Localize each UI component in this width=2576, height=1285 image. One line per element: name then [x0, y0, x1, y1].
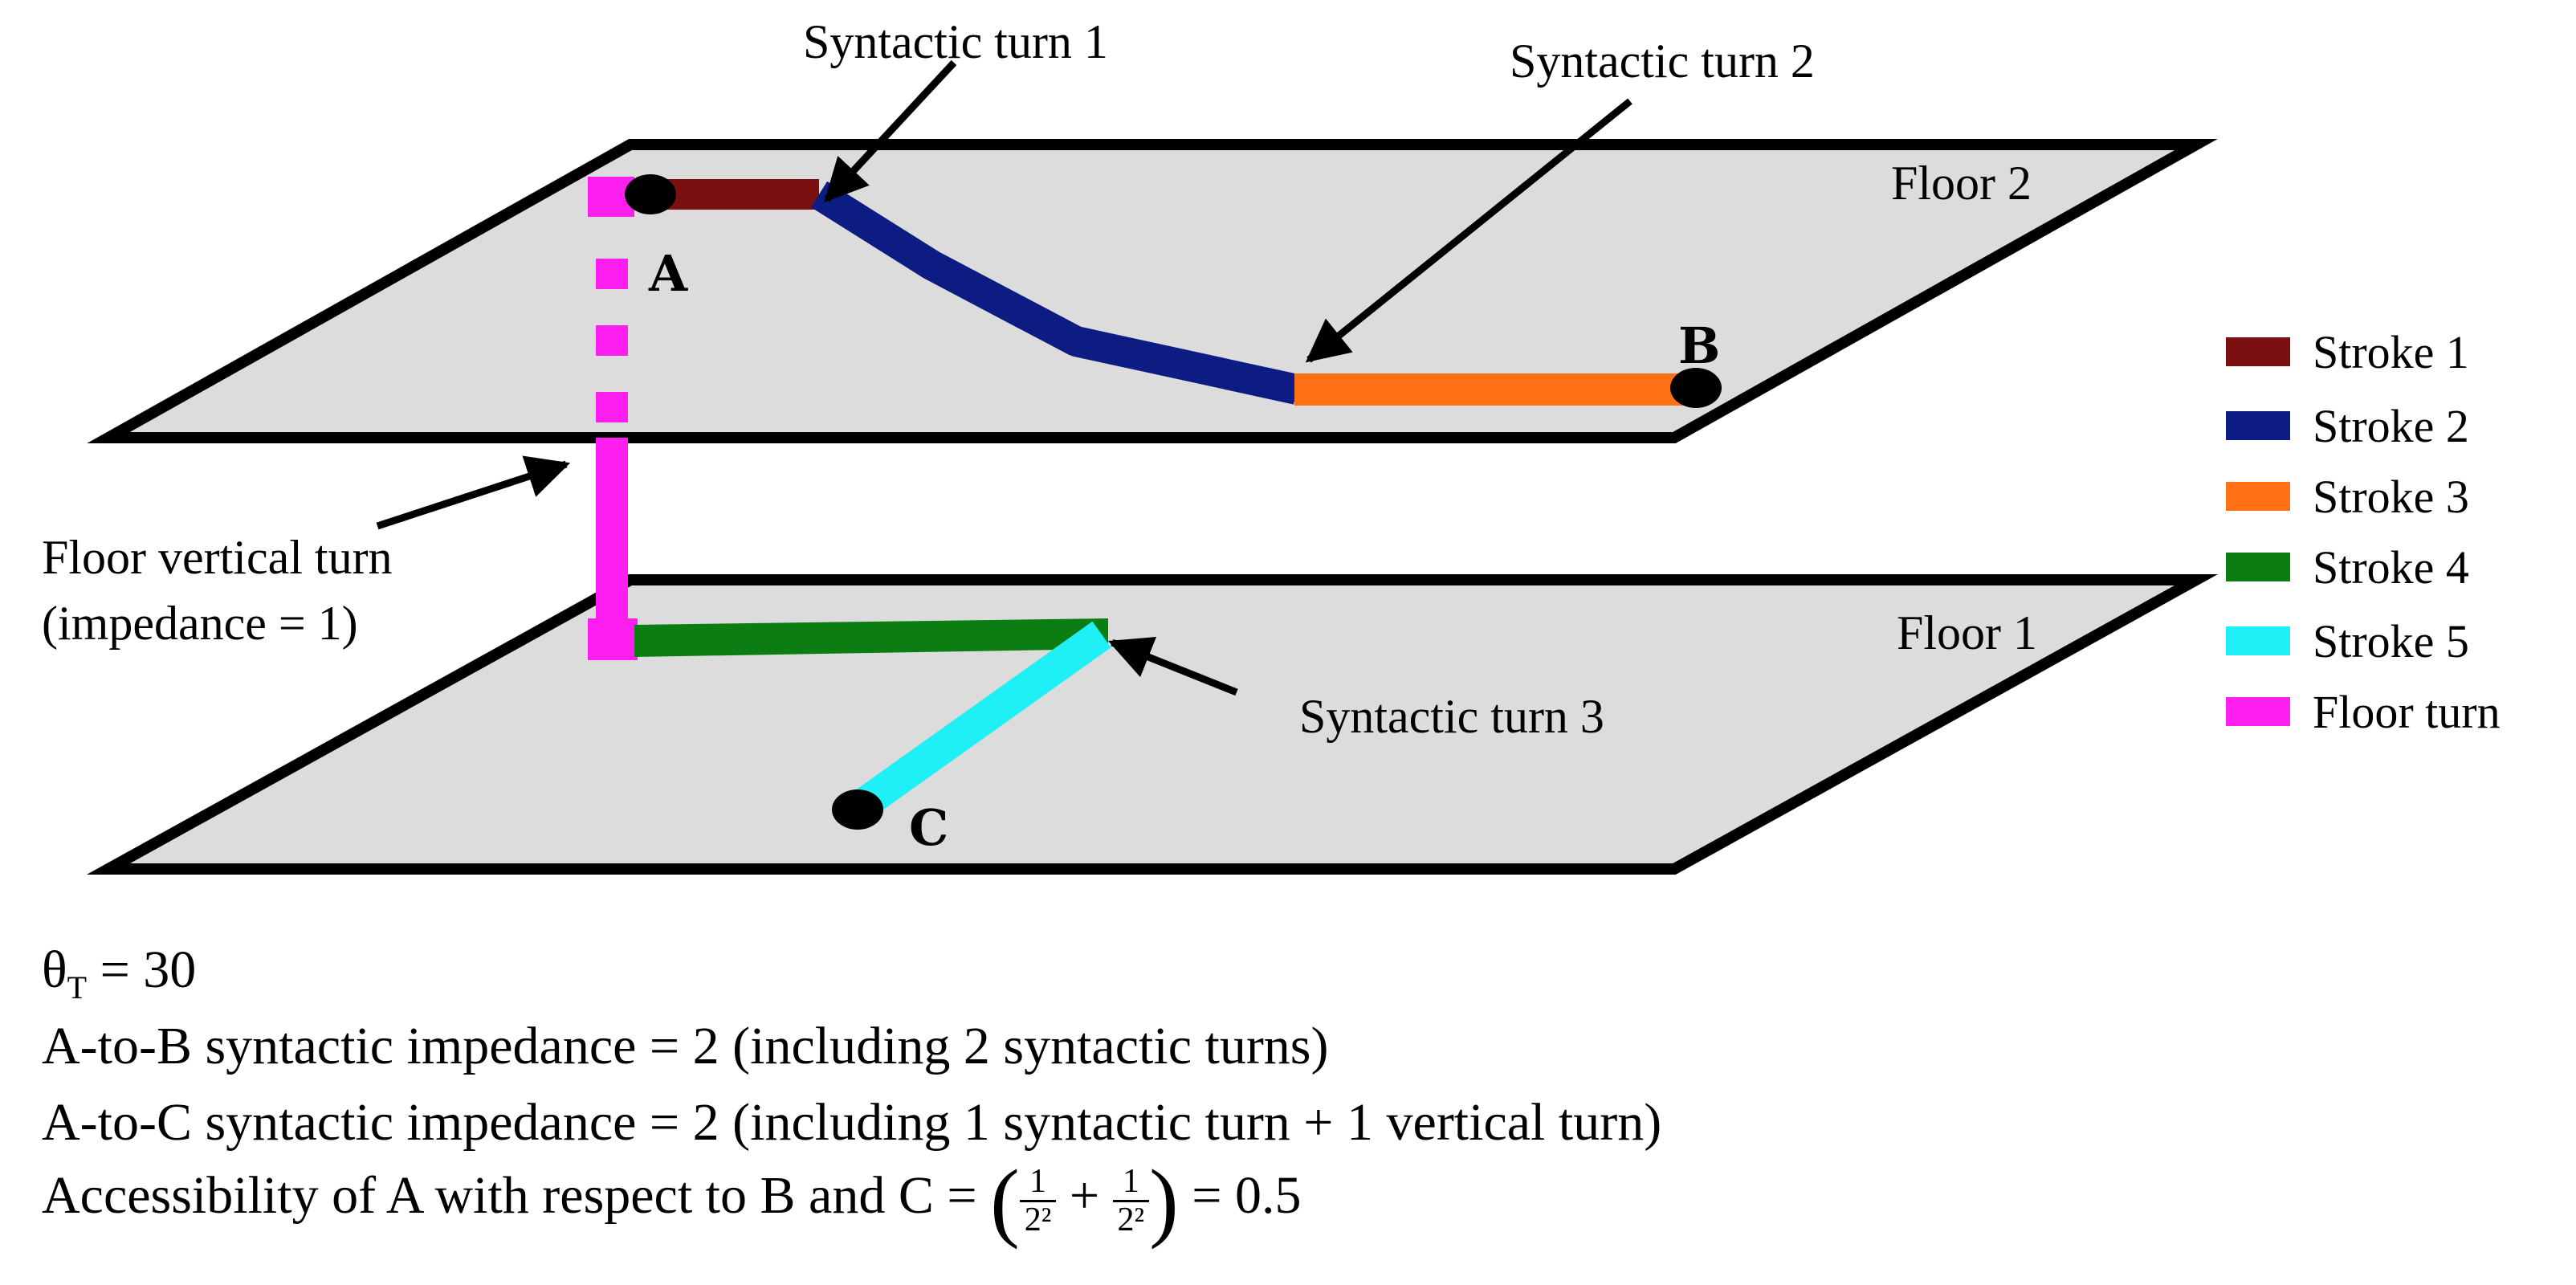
fraction-2-denominator: 2²	[1117, 1201, 1145, 1238]
legend-label: Floor turn	[2313, 686, 2501, 738]
point-a-label: A	[648, 244, 688, 303]
a-to-c-impedance-line: A-to-C syntactic impedance = 2 (includin…	[42, 1093, 1662, 1152]
legend-swatch	[2226, 411, 2290, 440]
legend-label: Stroke 4	[2313, 541, 2469, 594]
theta-symbol: θ	[42, 940, 67, 999]
floor-1-label: Floor 1	[1897, 606, 2037, 659]
floor-turn-dash	[596, 325, 628, 356]
theta-subscript: T	[67, 969, 88, 1006]
stroke-4	[634, 618, 1108, 657]
floor-turn-cap-bottom	[588, 618, 638, 660]
a-to-b-impedance-line: A-to-B syntactic impedance = 2 (includin…	[42, 1017, 1329, 1075]
point-c-marker	[832, 789, 883, 830]
left-paren: (	[990, 1152, 1020, 1250]
accessibility-line: Accessibility of A with respect to B and…	[42, 1156, 1302, 1245]
syntactic-turn-2-label: Syntactic turn 2	[1510, 35, 1815, 88]
legend-swatch	[2226, 337, 2290, 366]
point-a-marker	[625, 174, 676, 214]
floor-1-plane	[86, 574, 2219, 875]
fraction-1-denominator: 2²	[1024, 1201, 1052, 1238]
syntactic-turn-1-label: Syntactic turn 1	[803, 15, 1108, 68]
floor-vertical-turn-label: Floor vertical turn	[42, 531, 393, 584]
floor-turn-segment	[596, 438, 628, 622]
point-b-marker	[1670, 368, 1722, 408]
theta-line: θT = 30	[42, 940, 196, 1006]
syntactic-turn-2-arrow	[1305, 98, 1632, 363]
legend-label: Stroke 3	[2313, 471, 2469, 523]
stroke-2	[810, 181, 1301, 405]
syntactic-turn-3-arrow	[1107, 636, 1238, 696]
point-b-label: B	[1678, 316, 1720, 375]
floor-turn-dash	[596, 259, 628, 289]
legend-label: Stroke 1	[2313, 326, 2469, 378]
legend-swatch	[2226, 697, 2290, 726]
right-paren: )	[1149, 1152, 1179, 1250]
floor-2-label: Floor 2	[1891, 157, 2032, 210]
point-c-label: C	[909, 798, 948, 857]
fraction-2-numerator: 1	[1112, 1164, 1150, 1202]
theta-value: = 30	[87, 940, 197, 999]
legend-label: Stroke 2	[2313, 400, 2469, 452]
plus-sign: +	[1069, 1166, 1100, 1226]
stroke-5	[850, 621, 1111, 821]
fraction-1-numerator: 1	[1019, 1164, 1057, 1202]
floor-turn-dash	[596, 392, 628, 422]
floor-vertical-turn-arrow	[376, 455, 571, 530]
syntactic-turn-3-label: Syntactic turn 3	[1299, 690, 1604, 743]
legend: Stroke 1 Stroke 2 Stroke 3 Stroke 4 Stroke 5…	[2226, 326, 2501, 738]
impedance-note: (impedance = 1)	[42, 597, 358, 650]
floor-2-plane	[87, 139, 2218, 443]
legend-label: Stroke 5	[2313, 615, 2469, 667]
accessibility-prefix: Accessibility of A with respect to B and…	[42, 1166, 991, 1226]
legend-swatch	[2226, 626, 2290, 655]
syntactic-turn-1-arrow	[824, 59, 957, 202]
accessibility-result: = 0.5	[1178, 1166, 1302, 1226]
legend-swatch	[2226, 553, 2290, 581]
legend-swatch	[2226, 482, 2290, 511]
